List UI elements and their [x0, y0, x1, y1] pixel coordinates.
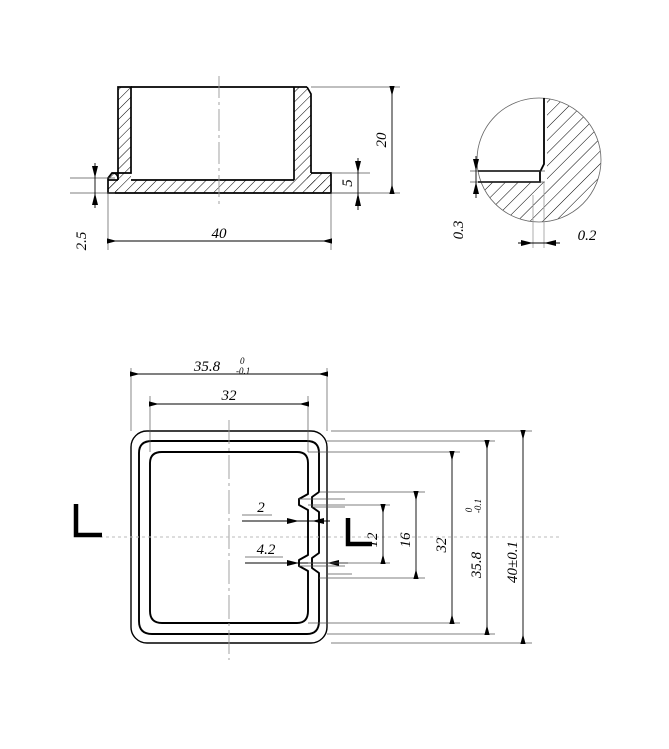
dimension-label-2: 2: [257, 500, 265, 516]
dimension-label-20: 20: [374, 132, 390, 148]
dimension-label-2-5: 2.5: [74, 231, 90, 250]
dimension-label-35-8-top: 35.8: [193, 359, 221, 375]
dimension-label-32-right: 32: [434, 537, 450, 554]
detail-reference-lines: [470, 170, 545, 183]
dimension-label-40: 40: [212, 226, 228, 242]
dimension-label-35-8-right: 35.8: [469, 551, 485, 579]
dimension-35-8-top: 35.8 0 -0.1: [130, 356, 328, 431]
dimension-16: 16: [319, 491, 425, 579]
detail-view-group: 0.3 0.2: [451, 97, 602, 248]
tube-view-group: 35.8 0 -0.1 32 2: [73, 356, 560, 660]
dimension-32-right: 32: [308, 451, 460, 624]
dimension-label-0-2: 0.2: [578, 228, 597, 244]
tolerance-lower-right: -0.1: [473, 499, 483, 513]
section-hatched-body: [108, 87, 331, 193]
tube-inner-wall: [149, 451, 309, 624]
section-marker-left: [73, 504, 102, 538]
dimension-label-12: 12: [365, 532, 381, 548]
tube-mid-wall: [138, 440, 320, 635]
dimension-label-16: 16: [398, 532, 414, 548]
dimension-4-2-groove: 4.2: [245, 542, 352, 575]
dimension-12: 12: [308, 504, 390, 564]
dimension-0-3: 0.3: [451, 156, 479, 239]
dimension-5: 5: [331, 158, 370, 210]
dimension-40-pm: 40±0.1: [331, 430, 532, 644]
detail-hatched-region: [477, 98, 601, 222]
dimension-0-2: 0.2: [518, 228, 597, 246]
tolerance-upper-right: 0: [464, 507, 474, 512]
dimension-2-groove: 2: [242, 498, 345, 524]
dimension-label-4-2: 4.2: [257, 542, 276, 558]
dimension-label-40-pm: 40±0.1: [505, 541, 521, 583]
dimension-32-top: 32: [149, 388, 309, 452]
tolerance-upper-top: 0: [240, 356, 245, 366]
dimension-2-5: 2.5: [70, 163, 115, 250]
dimension-40: 40: [107, 193, 332, 250]
section-view-group: 40 2.5 20: [70, 76, 400, 250]
tolerance-lower-top: -0.1: [236, 366, 250, 376]
dimension-label-0-3: 0.3: [451, 221, 467, 240]
detail-profile: [478, 98, 545, 183]
dimension-label-5: 5: [340, 179, 356, 187]
section-marker-inner: [345, 518, 372, 547]
dimension-label-32-top: 32: [221, 388, 238, 404]
dimension-35-8-right: 35.8 0 -0.1: [327, 440, 495, 635]
fillet-arc: [111, 172, 119, 181]
